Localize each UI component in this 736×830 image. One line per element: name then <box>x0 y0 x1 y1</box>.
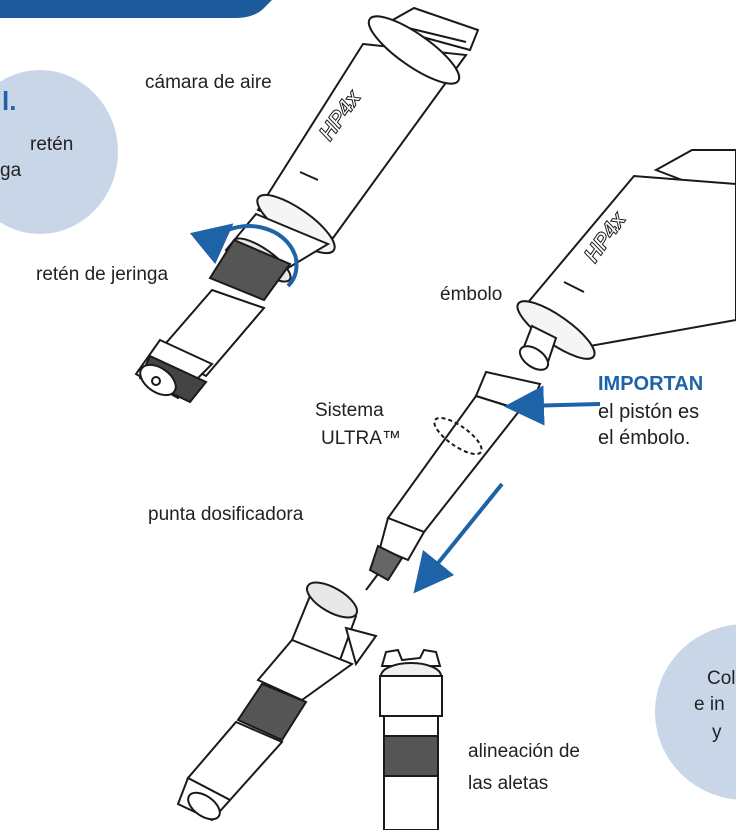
label-air-chamber: cámara de aire <box>145 72 272 93</box>
fin-alignment-detail <box>379 648 443 830</box>
label-fin-alignment-line1: alineación de <box>468 741 580 762</box>
header-bar <box>0 0 272 18</box>
air-chamber-plunger <box>516 149 736 371</box>
label-plunger: émbolo <box>440 284 503 305</box>
syringe-retainer <box>176 581 378 822</box>
bubble-left-line1: retén <box>30 134 74 155</box>
bubble-right-line2: e in <box>694 694 725 715</box>
label-fin-alignment-line2: las aletas <box>468 773 549 794</box>
insert-arrow <box>413 482 504 594</box>
dispenser-assembled <box>134 6 480 404</box>
important-heading: IMPORTAN <box>598 373 704 395</box>
important-line2: el émbolo. <box>598 427 691 449</box>
bubble-left-heading: l. <box>2 86 17 116</box>
bubble-right-line1: Col <box>707 668 736 689</box>
bubble-right-line3: y <box>712 722 722 743</box>
important-line1: el pistón es <box>598 401 700 423</box>
bubble-left-line2: ga <box>0 160 22 181</box>
piston-arrow <box>504 385 601 426</box>
info-bubble-right <box>655 624 736 800</box>
label-system-line1: Sistema <box>315 400 384 421</box>
syringe <box>365 370 542 591</box>
info-bubble-left <box>0 70 118 234</box>
label-system-line2: ULTRA™ <box>321 428 401 449</box>
rotation-arrow <box>189 223 298 265</box>
label-dispensing-tip: punta dosificadora <box>148 504 304 525</box>
label-syringe-retainer: retén de jeringa <box>36 264 169 285</box>
